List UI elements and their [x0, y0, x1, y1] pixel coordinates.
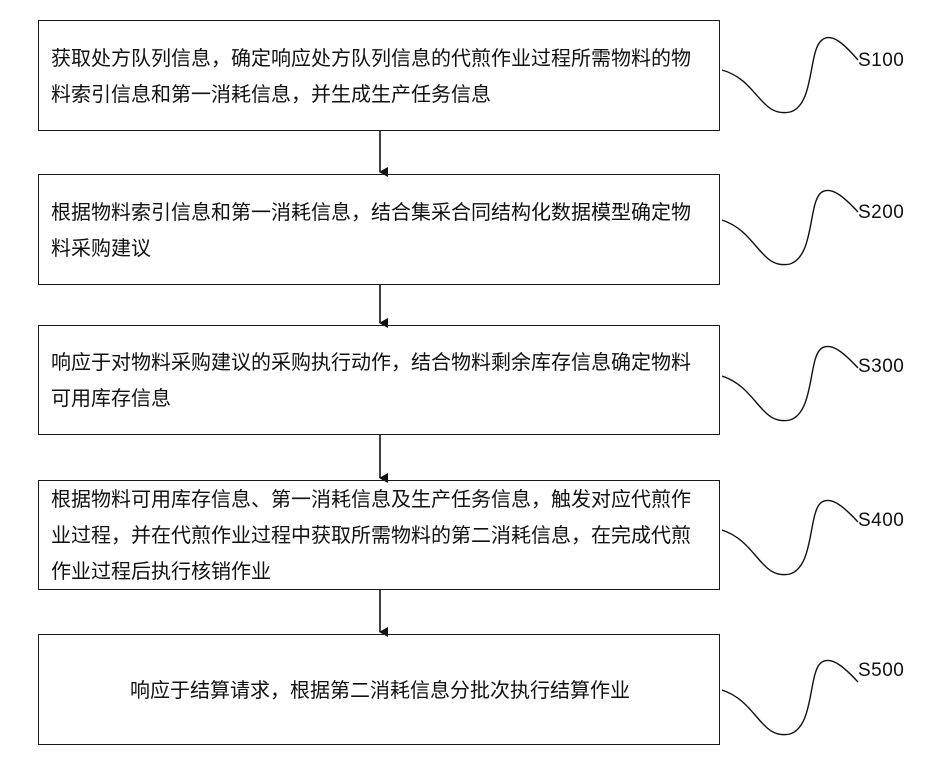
step-box-s500: 响应于结算请求，根据第二消耗信息分批次执行结算作业: [38, 634, 720, 745]
step-label-s100: S100: [858, 50, 904, 72]
step-text-s300: 响应于对物料采购建议的采购执行动作，结合物料剩余库存信息确定物料可用库存信息: [51, 344, 709, 416]
step-label-s400: S400: [858, 510, 904, 532]
step-label-s200: S200: [858, 202, 904, 224]
leader-s100: [722, 38, 858, 113]
leader-s400: [722, 500, 858, 574]
leader-s500: [722, 660, 858, 734]
step-box-s100: 获取处方队列信息，确定响应处方队列信息的代煎作业过程所需物料的物料索引信息和第一…: [38, 20, 720, 131]
step-text-s400: 根据物料可用库存信息、第一消耗信息及生产任务信息，触发对应代煎作业过程，并在代煎…: [51, 481, 709, 589]
leader-s300: [722, 346, 858, 420]
step-box-s400: 根据物料可用库存信息、第一消耗信息及生产任务信息，触发对应代煎作业过程，并在代煎…: [38, 480, 720, 590]
step-text-s500: 响应于结算请求，根据第二消耗信息分批次执行结算作业: [130, 672, 630, 708]
step-text-s100: 获取处方队列信息，确定响应处方队列信息的代煎作业过程所需物料的物料索引信息和第一…: [51, 40, 709, 112]
step-label-s500: S500: [858, 660, 904, 682]
step-label-s300: S300: [858, 356, 904, 378]
step-box-s200: 根据物料索引信息和第一消耗信息，结合集采合同结构化数据模型确定物料采购建议: [38, 174, 720, 285]
step-text-s200: 根据物料索引信息和第一消耗信息，结合集采合同结构化数据模型确定物料采购建议: [51, 194, 709, 266]
step-box-s300: 响应于对物料采购建议的采购执行动作，结合物料剩余库存信息确定物料可用库存信息: [38, 325, 720, 435]
leader-s200: [722, 190, 858, 264]
